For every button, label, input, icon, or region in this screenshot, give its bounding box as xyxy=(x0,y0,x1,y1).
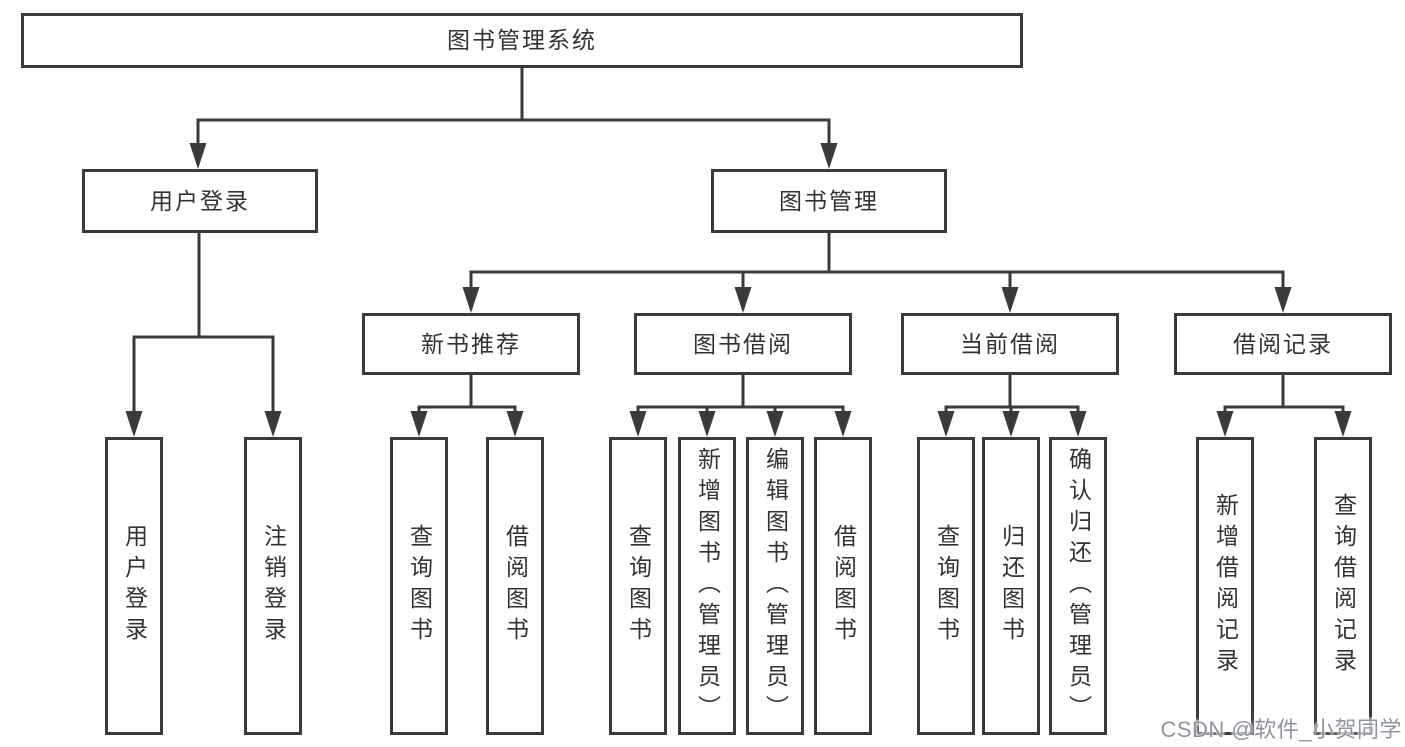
leaf-logout: 注销登录 xyxy=(244,437,302,735)
leaf-user-login: 用户登录 xyxy=(105,437,163,735)
leaf-current-return-book: 归还图书 xyxy=(982,437,1040,735)
node-book-management: 图书管理 xyxy=(711,169,947,233)
node-current-borrow: 当前借阅 xyxy=(901,313,1119,375)
node-new-book-recommend: 新书推荐 xyxy=(362,313,580,375)
node-borrow-records: 借阅记录 xyxy=(1174,313,1392,375)
leaf-recommend-query-book: 查询图书 xyxy=(390,437,448,735)
leaf-borrow-query-book: 查询图书 xyxy=(609,437,667,735)
leaf-borrow-edit-book-admin: 编辑图书（管理员） xyxy=(746,437,804,735)
leaf-records-add-record: 新增借阅记录 xyxy=(1196,437,1254,735)
leaf-recommend-borrow-book: 借阅图书 xyxy=(486,437,544,735)
leaf-borrow-borrow-book: 借阅图书 xyxy=(814,437,872,735)
leaf-current-confirm-return-admin: 确认归还（管理员） xyxy=(1049,437,1107,735)
leaf-borrow-add-book-admin: 新增图书（管理员） xyxy=(678,437,736,735)
node-book-borrow: 图书借阅 xyxy=(634,313,852,375)
leaf-records-query-record: 查询借阅记录 xyxy=(1314,437,1372,735)
node-user-login: 用户登录 xyxy=(82,169,318,233)
node-root: 图书管理系统 xyxy=(21,13,1023,68)
csdn-watermark: CSDN @软件_小贺同学 xyxy=(1160,717,1402,742)
leaf-current-query-book: 查询图书 xyxy=(917,437,975,735)
